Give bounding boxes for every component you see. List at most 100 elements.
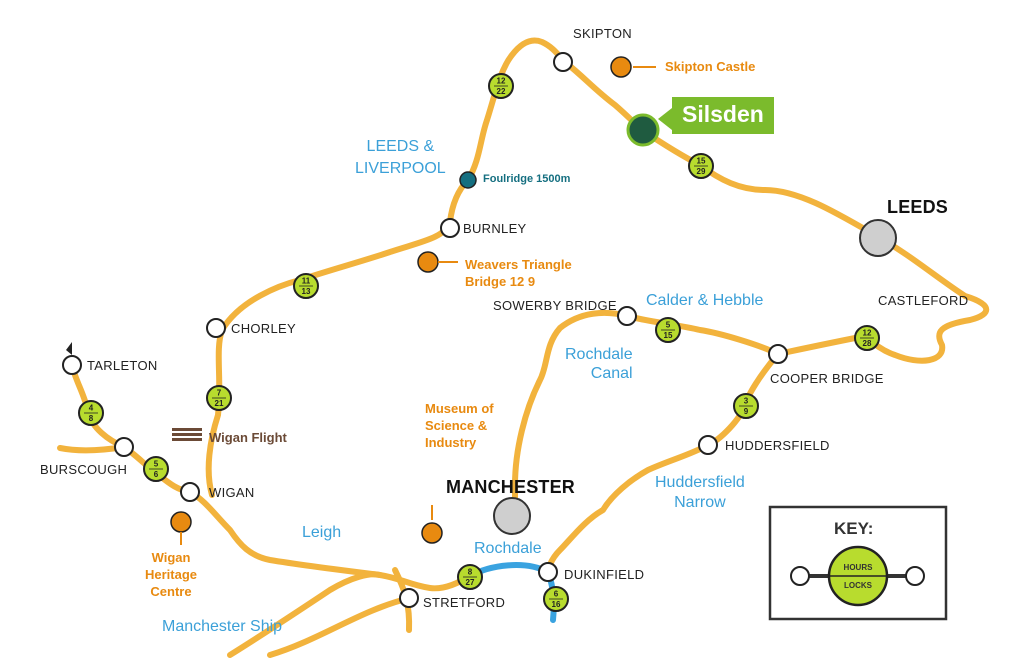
label-huddersfield-narrow: Huddersfield Narrow (655, 474, 745, 511)
town-tarleton[interactable] (62, 355, 82, 375)
town-sowerby-bridge[interactable] (617, 306, 637, 326)
label-skipton: SKIPTON (573, 26, 632, 41)
route-ship-canal (267, 595, 413, 658)
label-burscough: BURSCOUGH (40, 462, 128, 477)
badge-locks: 21 (215, 399, 224, 408)
label-huddersfield: HUDDERSFIELD (725, 438, 830, 453)
label-wigan-flight: Wigan Flight (209, 430, 287, 445)
key-left-node (790, 566, 810, 586)
badge-dukinfield-south[interactable]: 616 (543, 586, 569, 612)
label-weavers-triangle: Weavers Triangle Bridge 12 9 (465, 257, 572, 289)
badge-locks: 22 (497, 87, 506, 96)
label-skipton-castle: Skipton Castle (665, 59, 756, 74)
wigan-flight-icon (172, 428, 202, 441)
badge-sowerby-cooper[interactable]: 515 (655, 317, 681, 343)
badge-locks: 29 (697, 167, 706, 176)
label-stretford: STRETFORD (423, 595, 506, 610)
badge-locks: 27 (466, 578, 475, 587)
badge-locks: 13 (302, 287, 311, 296)
badge-locks: 8 (89, 414, 94, 423)
town-skipton[interactable] (553, 52, 573, 72)
route-leeds-liverpool-north (205, 37, 990, 498)
attraction-markers (170, 56, 632, 544)
label-cooper-bridge: COOPER BRIDGE (770, 371, 884, 386)
badge-huddersfield-cooper[interactable]: 39 (733, 393, 759, 419)
badge-hours: 6 (554, 590, 559, 599)
attraction-weavers-triangle[interactable] (417, 251, 439, 273)
label-manchester-ship: Manchester Ship (162, 618, 283, 635)
badge-hours: 8 (468, 568, 473, 577)
badge-locks: 15 (664, 331, 673, 340)
badge-locks: 28 (863, 339, 872, 348)
route-tarleton-wigan (69, 362, 473, 592)
badge-hours: 5 (154, 460, 159, 469)
badge-stretford-manchester[interactable]: 827 (457, 564, 483, 590)
label-leeds-liverpool: LEEDS & LIVERPOOL (355, 138, 446, 177)
badge-hours: 5 (666, 321, 671, 330)
town-huddersfield[interactable] (698, 435, 718, 455)
key-right-node (905, 566, 925, 586)
badge-locks: 16 (552, 600, 561, 609)
badge-hours: 7 (217, 389, 222, 398)
badge-chorley-wigan[interactable]: 721 (206, 385, 232, 411)
city-leeds[interactable] (859, 219, 897, 257)
label-foulridge: Foulridge 1500m (483, 173, 571, 185)
town-wigan[interactable] (180, 482, 200, 502)
badge-hours: 3 (744, 397, 749, 406)
key-hours-label: HOURS (844, 563, 874, 572)
label-manchester: MANCHESTER (446, 477, 576, 497)
label-wigan-heritage: Wigan Heritage Centre (145, 550, 198, 599)
label-sowerby-bridge: SOWERBY BRIDGE (493, 298, 617, 313)
label-castleford: CASTLEFORD (878, 293, 969, 308)
label-leigh: Leigh (302, 524, 342, 541)
attraction-wigan-heritage[interactable] (170, 511, 192, 533)
key-locks-label: LOCKS (844, 581, 873, 590)
tarleton-flag-icon (66, 342, 72, 355)
label-chorley: CHORLEY (231, 321, 296, 336)
label-dukinfield: DUKINFIELD (564, 567, 645, 582)
badge-tarleton-burscough[interactable]: 48 (78, 400, 104, 426)
label-rochdale-canal: Rochdale Canal (565, 346, 633, 382)
silsden-marker[interactable] (626, 113, 660, 147)
town-cooper-bridge[interactable] (768, 344, 788, 364)
route-huddersfield-narrow (545, 351, 781, 575)
badge-hours: 15 (697, 157, 706, 166)
town-stretford[interactable] (399, 588, 419, 608)
attraction-museum[interactable] (421, 522, 443, 544)
badge-hours: 11 (302, 277, 311, 286)
town-markers (62, 52, 788, 608)
label-silsden: Silsden (672, 97, 774, 134)
city-markers (493, 219, 897, 535)
badge-burscough-wigan[interactable]: 56 (143, 456, 169, 482)
badge-locks: 9 (744, 407, 749, 416)
label-rochdale: Rochdale (474, 540, 542, 557)
route-leigh-west (227, 571, 383, 658)
label-burnley: BURNLEY (463, 221, 527, 236)
label-wigan: WIGAN (209, 485, 255, 500)
key-title: KEY: (834, 519, 874, 538)
town-chorley[interactable] (206, 318, 226, 338)
badge-hours: 12 (497, 77, 506, 86)
attraction-skipton-castle[interactable] (610, 56, 632, 78)
town-burnley[interactable] (440, 218, 460, 238)
label-leeds: LEEDS (887, 197, 949, 217)
silsden-pointer (658, 108, 672, 130)
badge-hours: 12 (863, 329, 872, 338)
label-calder-hebble: Calder & Hebble (646, 292, 764, 309)
town-burscough[interactable] (114, 437, 134, 457)
label-museum: Museum of Science & Industry (425, 401, 494, 450)
badge-hours: 4 (89, 404, 94, 413)
foulridge-tunnel-marker[interactable] (459, 171, 477, 189)
label-tarleton: TARLETON (87, 358, 158, 373)
town-dukinfield[interactable] (538, 562, 558, 582)
key-box: HOURS LOCKS (768, 505, 948, 621)
badge-locks: 6 (154, 470, 159, 479)
city-manchester[interactable] (493, 497, 531, 535)
